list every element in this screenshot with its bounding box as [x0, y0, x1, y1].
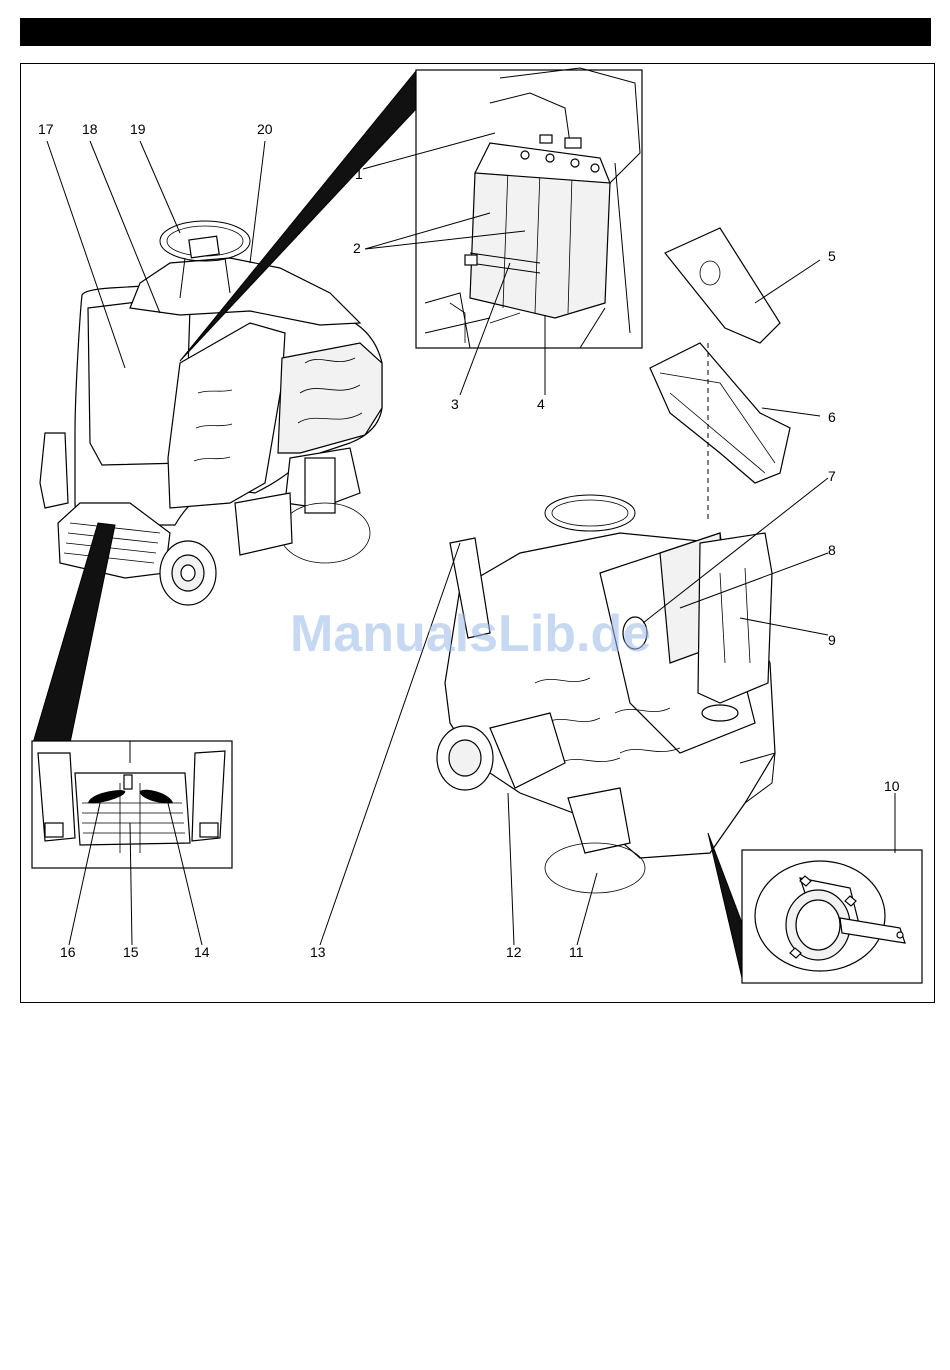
callout-10: 10: [884, 778, 900, 794]
callout-14: 14: [194, 944, 210, 960]
callout-17: 17: [38, 121, 54, 137]
dust-bag: [665, 228, 780, 343]
lower-skirt: [235, 493, 292, 555]
callout-18: 18: [82, 121, 98, 137]
figure-frame: 1 2 3 4 5 6 7 8 9 10 11 12 13 14 15 16 1…: [20, 63, 935, 1003]
callout-8: 8: [828, 542, 836, 558]
callout-5: 5: [828, 248, 836, 264]
watermark: ManualsLib.de: [290, 605, 651, 663]
callout-9: 9: [828, 632, 836, 648]
callout-16: 16: [60, 944, 76, 960]
rear-door: [698, 533, 772, 703]
callout-1: 1: [355, 166, 363, 182]
side-panel: [278, 343, 382, 453]
callout-7: 7: [828, 468, 836, 484]
callout-15: 15: [123, 944, 139, 960]
callout-2: 2: [353, 240, 361, 256]
machine-rear-view: [437, 495, 775, 893]
battery-block: [470, 163, 610, 318]
dust-bag-assembly: [650, 228, 790, 523]
callout-20: 20: [257, 121, 273, 137]
battery-inset: [416, 68, 642, 348]
pedal-inset: [32, 741, 232, 868]
dust-filter: [650, 343, 790, 483]
front-post: [40, 433, 68, 508]
rear-light: [702, 705, 738, 721]
machine-diagram: 1 2 3 4 5 6 7 8 9 10 11 12 13 14 15 16 1…: [20, 63, 935, 1003]
callout-4: 4: [537, 396, 545, 412]
callout-12: 12: [506, 944, 522, 960]
pointer-wedge-right: [708, 833, 742, 978]
callout-6: 6: [828, 409, 836, 425]
callout-19: 19: [130, 121, 146, 137]
header-bar: [20, 18, 931, 46]
callout-13: 13: [310, 944, 326, 960]
callout-11: 11: [569, 944, 584, 960]
lever-inset: [742, 850, 922, 983]
callout-3: 3: [451, 396, 459, 412]
